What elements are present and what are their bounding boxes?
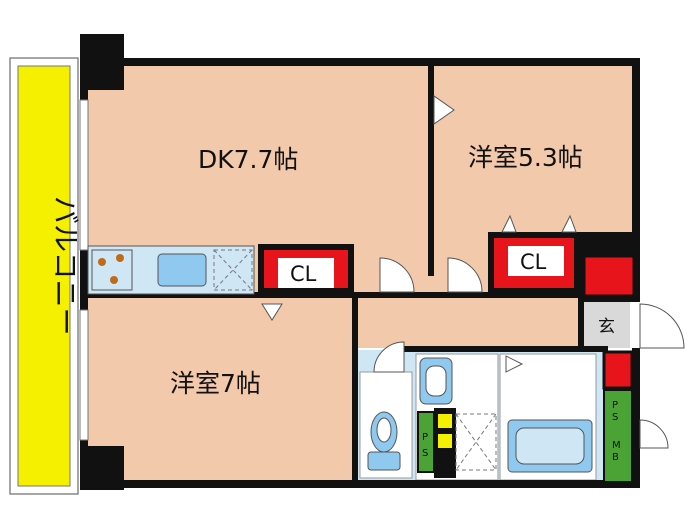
marker-dk-door <box>433 95 455 125</box>
wall-right-lower <box>632 348 640 488</box>
dk-closet-label: CL <box>290 262 317 286</box>
kitchen-sink <box>157 253 207 287</box>
balcony <box>17 65 71 487</box>
mb-label-2: B <box>612 452 619 463</box>
wall-entrance-side <box>578 296 584 352</box>
mb-label-1: M <box>612 440 621 451</box>
stove <box>91 249 133 291</box>
wall-wet-top <box>404 346 608 352</box>
windows <box>79 99 89 441</box>
ps-small-label-2: S <box>422 448 428 459</box>
door-markers <box>261 95 577 373</box>
door-dk <box>379 257 415 293</box>
yellow-block-2 <box>438 434 452 448</box>
western-room-bottom-floor <box>84 296 356 482</box>
balcony-label: バルコニー <box>49 196 82 335</box>
shoe-closet <box>602 350 634 390</box>
ps-right-label-2: S <box>612 412 618 423</box>
doors <box>373 257 685 449</box>
wall-hall-top <box>356 292 586 298</box>
marker-bedroom-door <box>261 303 283 321</box>
western-room-bottom-label: 洋室7帖 <box>170 369 261 398</box>
entrance-label: 玄 <box>598 317 615 337</box>
washing-machine-space <box>455 413 497 471</box>
marker-closet-right <box>561 214 577 233</box>
fridge-space-x2 <box>213 249 253 291</box>
wall-mid-vertical <box>428 66 434 276</box>
toilet-seat <box>376 417 392 443</box>
toilet-tank <box>367 451 401 471</box>
door-entrance <box>639 303 685 349</box>
wall-top <box>80 58 640 66</box>
ps-mb-shaft <box>603 389 633 483</box>
wall-bottom <box>80 480 640 488</box>
dk-closet-label-box <box>278 258 334 288</box>
ps-small-label-1: P <box>422 432 428 443</box>
fridge-space <box>213 249 253 291</box>
balcony-text: バルコニー <box>49 196 82 335</box>
dk-label: DK7.7帖 <box>198 145 298 174</box>
bedroom-closet-label-box <box>508 246 564 276</box>
door-western-top <box>447 257 483 293</box>
entrance-floor <box>584 300 630 348</box>
wall-right-upper <box>632 58 640 302</box>
marker-closet-left <box>501 214 517 233</box>
bedroom-closet-label: CL <box>520 250 547 274</box>
window-dk <box>79 99 89 251</box>
burner-3 <box>110 276 118 284</box>
yellow-block-1 <box>438 414 452 428</box>
burner-2 <box>116 254 124 262</box>
window-bedroom <box>79 309 89 441</box>
ps-right-label-1: P <box>612 400 618 411</box>
bathtub-inner <box>515 427 585 465</box>
washbasin-bowl <box>425 365 447 397</box>
wall-mid-horizontal <box>84 292 360 298</box>
door-mb <box>639 419 669 449</box>
wall-left <box>80 58 88 488</box>
western-room-top-label: 洋室5.3帖 <box>468 143 583 172</box>
hallway-floor <box>356 296 582 348</box>
wall-bedroom-right <box>352 296 358 486</box>
entrance-closet <box>582 254 636 298</box>
door-toilet <box>373 341 405 373</box>
fridge-space-x1 <box>213 249 253 291</box>
burner-1 <box>98 258 106 266</box>
washing-space-x2 <box>455 413 497 471</box>
marker-bath <box>505 355 524 373</box>
washing-space-x1 <box>455 413 497 471</box>
